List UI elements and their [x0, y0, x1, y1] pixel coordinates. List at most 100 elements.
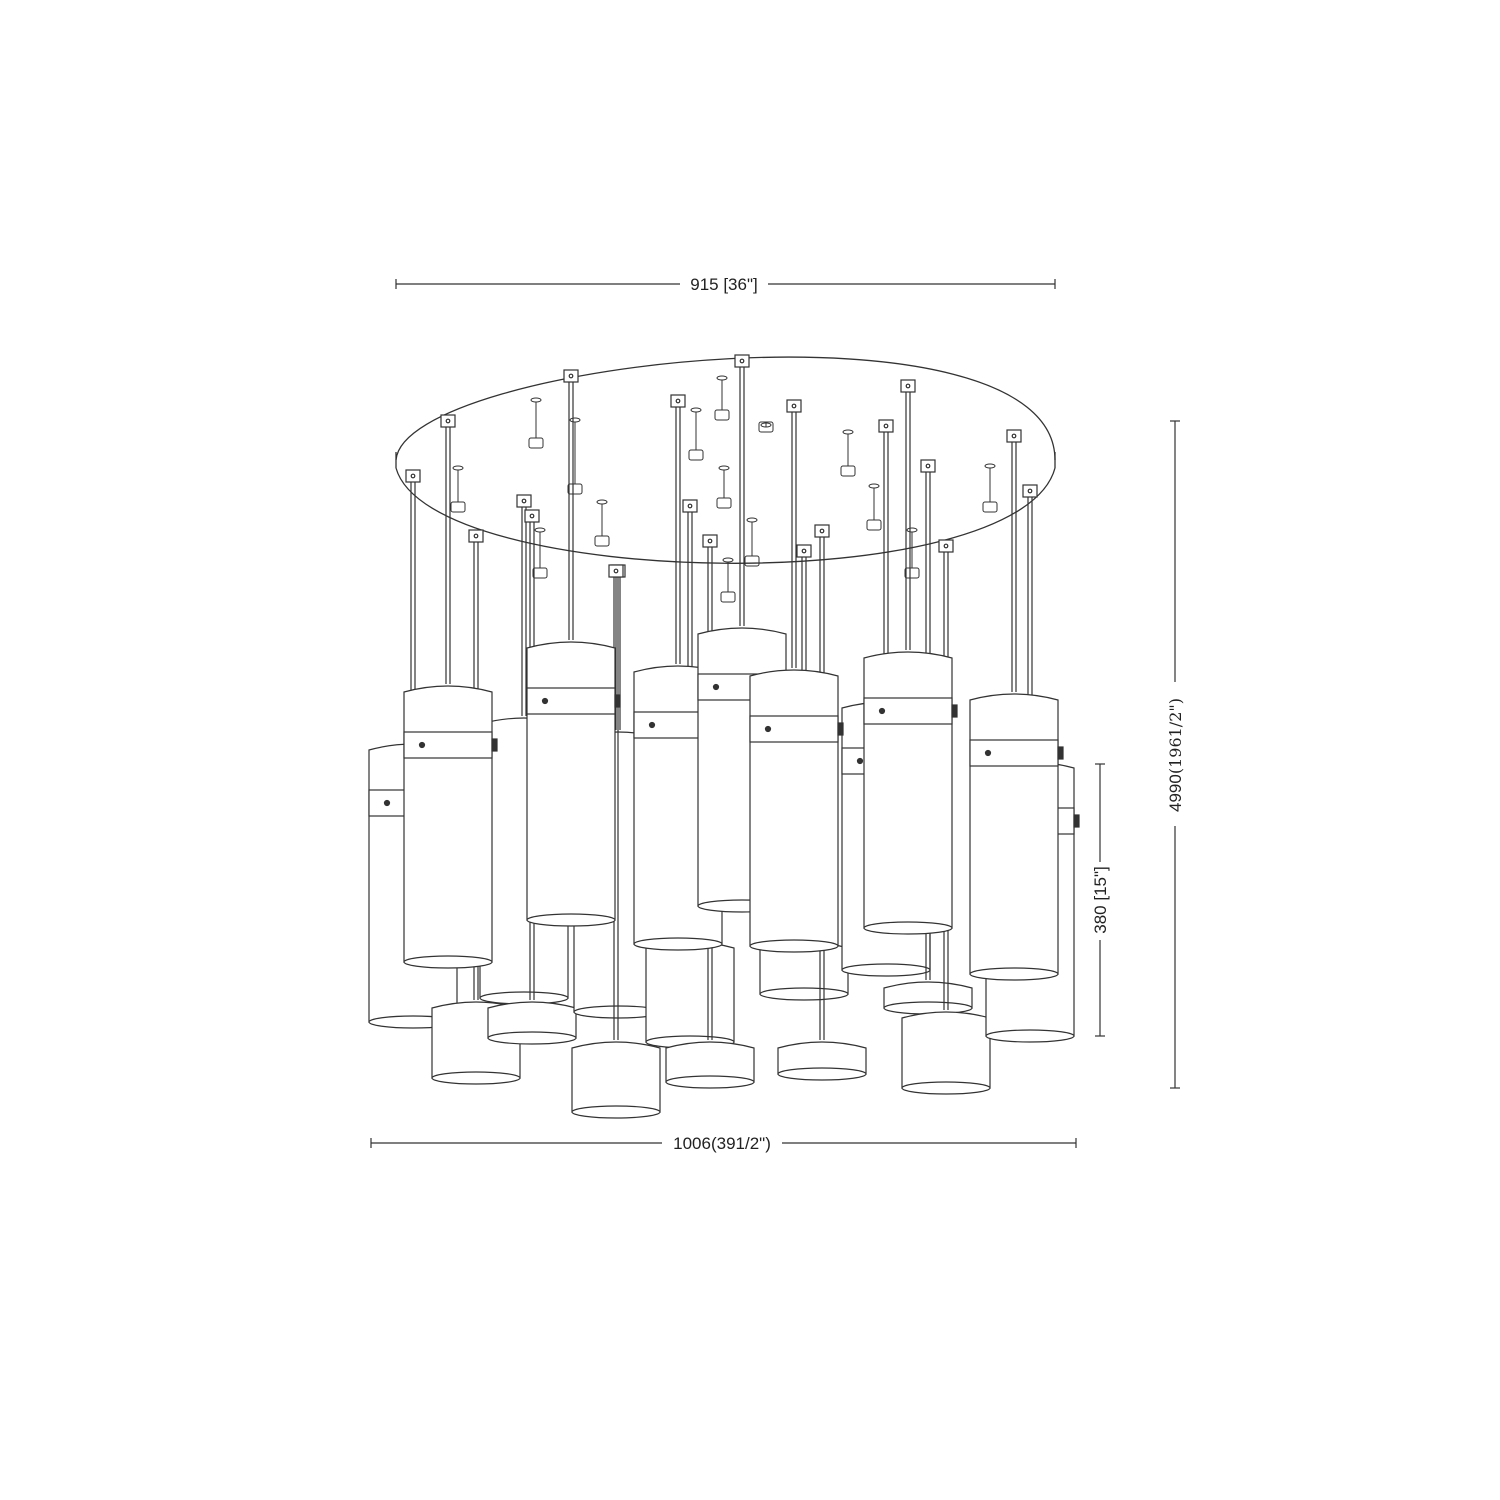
shade-bottom-rim [901, 1081, 991, 1095]
canopy-fitting [688, 449, 704, 461]
band-screw [856, 757, 864, 765]
canopy-fitting [840, 465, 856, 477]
pendant-shade [487, 1001, 577, 1045]
pendant-shade [749, 669, 844, 953]
shade-bottom-rim [841, 963, 931, 977]
rod-mount-screw [925, 463, 931, 469]
band-knob [837, 722, 844, 736]
canopy-fitting [528, 437, 544, 449]
shade-body [883, 981, 973, 1009]
canopy-fitting [982, 501, 998, 513]
rod-mount-screw [410, 473, 416, 479]
shade-body [403, 685, 493, 963]
shade-bottom-rim [863, 921, 953, 935]
shade-body [749, 669, 839, 947]
band-knob [1057, 746, 1064, 760]
shade-band [863, 697, 953, 725]
canopy-hardware [450, 375, 998, 603]
shade-bottom-rim [403, 955, 493, 969]
shade-bottom-rim [665, 1075, 755, 1089]
rod-mount-screw [675, 398, 681, 404]
bottom-width-dimension [370, 1138, 1077, 1148]
shade-bottom-rim [777, 1067, 867, 1081]
canopy-fitting [532, 567, 548, 579]
rod-mount-screw [739, 358, 745, 364]
shade-body [645, 941, 735, 1043]
canopy-screw [842, 429, 854, 435]
shade-bottom-rim [526, 913, 616, 927]
pendant-shade [645, 941, 735, 1049]
rod-mount-screw [801, 548, 807, 554]
overall-height-label: 4990(1961/2") [1166, 698, 1185, 812]
canopy-fitting [758, 421, 774, 433]
top-width-dimension [395, 279, 1056, 289]
rod-mount-screw [473, 533, 479, 539]
band-knob [951, 704, 958, 718]
canopy-fitting [904, 567, 920, 579]
rod-mount-screw [883, 423, 889, 429]
shade-bottom-rim [985, 1029, 1075, 1043]
pendants-front-row [403, 354, 1064, 981]
shade-bottom-rim [633, 937, 723, 951]
canopy-screw [596, 499, 608, 505]
canopy-screw [690, 407, 702, 413]
band-knob [614, 694, 621, 708]
pendant-shade [665, 1041, 755, 1089]
shade-body [863, 651, 953, 929]
band-knob [1073, 814, 1080, 828]
pendant-shade [526, 641, 621, 927]
canopy-screw [868, 483, 880, 489]
rod-mount-screw [819, 528, 825, 534]
canopy-fitting [720, 591, 736, 603]
rod-mount-screw [568, 373, 574, 379]
pendant-shade [571, 1041, 661, 1119]
canopy-screw [718, 465, 730, 471]
canopy-screw [716, 375, 728, 381]
rod-mount-screw [687, 503, 693, 509]
shade-body [526, 641, 616, 921]
band-screw [984, 749, 992, 757]
shade-body [777, 1041, 867, 1075]
rod-mount-screw [791, 403, 797, 409]
canopy-fitting [744, 555, 760, 567]
rod-mount-screw [445, 418, 451, 424]
band-screw [878, 707, 886, 715]
canopy-fitting [716, 497, 732, 509]
canopy-bottom-edge [395, 467, 1056, 564]
shade-height-dimension [1095, 763, 1105, 1037]
pendant-shade [969, 693, 1064, 981]
canopy-screw [534, 527, 546, 533]
canopy-fitting [866, 519, 882, 531]
band-screw [418, 741, 426, 749]
rod-mount-screw [943, 543, 949, 549]
rod-mount-screw [905, 383, 911, 389]
canopy [395, 356, 1056, 564]
shade-bottom-rim [571, 1105, 661, 1119]
shade-body [901, 1011, 991, 1089]
pendant-shade [883, 981, 973, 1015]
overall-height-dimension [1170, 420, 1180, 1089]
pendant-shade [777, 1041, 867, 1081]
shade-body [969, 693, 1059, 975]
canopy-fitting [714, 409, 730, 421]
canopy-screw [746, 517, 758, 523]
shade-band [969, 739, 1059, 767]
pendant-shade [901, 1011, 991, 1095]
band-screw [764, 725, 772, 733]
canopy-screw [452, 465, 464, 471]
canopy-top-rim [395, 356, 1056, 461]
shade-band [403, 731, 493, 759]
canopy-screw [984, 463, 996, 469]
rod-mount-screw [613, 568, 619, 574]
rod-mount-screw [707, 538, 713, 544]
shade-body [571, 1041, 661, 1113]
bottom-width-label: 1006(391/2") [673, 1134, 771, 1153]
shade-band [749, 715, 839, 743]
canopy-screw [906, 527, 918, 533]
shade-bottom-rim [749, 939, 839, 953]
overall-height-inches: (1961/2") [1166, 698, 1185, 774]
band-knob [491, 738, 498, 752]
rod-mount-screw [521, 498, 527, 504]
shade-bottom-rim [431, 1071, 521, 1085]
